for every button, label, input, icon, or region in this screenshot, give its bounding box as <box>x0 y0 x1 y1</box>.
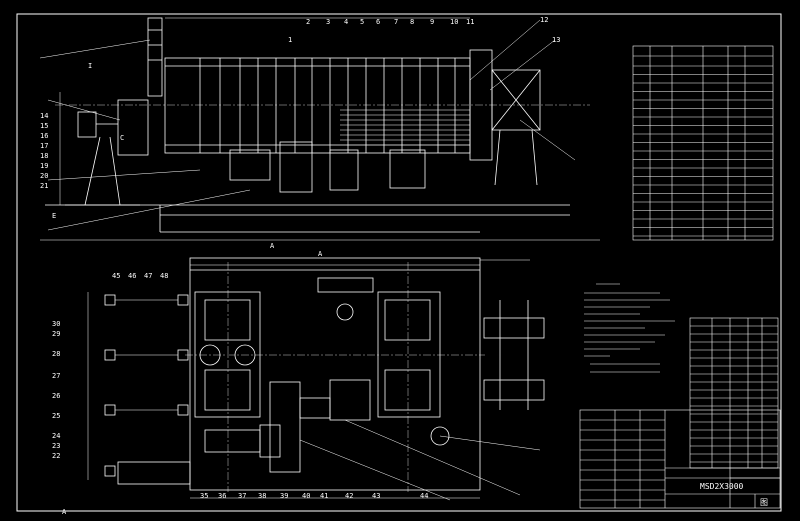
elevation-marker: A <box>270 242 275 250</box>
callout-number: 2 <box>306 18 311 26</box>
title-mark: 图 <box>760 498 768 507</box>
callout-number: 9 <box>430 18 435 26</box>
parts-table-top <box>632 45 774 241</box>
liner-hatch <box>340 109 470 141</box>
elevation-view <box>39 17 600 241</box>
callout-number: 38 <box>258 492 267 500</box>
callout-number: 18 <box>40 152 49 160</box>
callout-number: 47 <box>144 272 153 280</box>
callout-number: 17 <box>40 142 49 150</box>
callout-number: 5 <box>360 18 365 26</box>
callout-number: 23 <box>52 442 61 450</box>
callout-number: 25 <box>52 412 61 420</box>
callout-number: 1 <box>288 36 293 44</box>
drawing-frame <box>16 13 782 512</box>
callout-number: 30 <box>52 320 61 328</box>
dimension-marker: E <box>52 212 57 220</box>
callout-number: 36 <box>218 492 227 500</box>
callout-number: 15 <box>40 122 49 130</box>
callout-number: 7 <box>394 18 399 26</box>
callout-number: 27 <box>52 372 61 380</box>
callout-number: 19 <box>40 162 49 170</box>
callout-number: 42 <box>345 492 354 500</box>
plan-view <box>87 257 545 501</box>
plan-view-marker: A <box>318 250 323 258</box>
technical-notes <box>584 283 675 373</box>
callout-number: 6 <box>376 18 381 26</box>
callout-number: 10 <box>450 18 459 26</box>
callout-number: 44 <box>420 492 429 500</box>
callout-number: 3 <box>326 18 331 26</box>
callout-number: 29 <box>52 330 61 338</box>
callout-number: 20 <box>40 172 49 180</box>
callout-number: 4 <box>344 18 349 26</box>
leader-lines <box>39 19 576 231</box>
parts-table-bottom <box>689 317 779 469</box>
callout-number: 21 <box>40 182 49 190</box>
callout-number: 48 <box>160 272 169 280</box>
callout-number: 11 <box>466 18 475 26</box>
title-block <box>579 409 781 509</box>
callout-number: 22 <box>52 452 61 460</box>
callout-number: 12 <box>540 16 549 24</box>
callout-number: 13 <box>552 36 561 44</box>
dimension-marker-2: C <box>120 134 125 142</box>
drawing-number: MSD2X3000 <box>700 482 744 491</box>
callout-number: 46 <box>128 272 137 280</box>
callout-number: 39 <box>280 492 289 500</box>
callout-number: 41 <box>320 492 329 500</box>
section-marker: I <box>88 62 93 70</box>
footer-marker: A <box>62 508 67 516</box>
callout-number: 35 <box>200 492 209 500</box>
callout-number: 8 <box>410 18 415 26</box>
callout-number: 24 <box>52 432 61 440</box>
callout-number: 28 <box>52 350 61 358</box>
callout-number: 40 <box>302 492 311 500</box>
callout-number: 43 <box>372 492 381 500</box>
callout-number: 45 <box>112 272 121 280</box>
callout-number: 37 <box>238 492 247 500</box>
callout-number: 14 <box>40 112 49 120</box>
callout-number: 16 <box>40 132 49 140</box>
drum-rings <box>199 58 456 153</box>
callout-number: 26 <box>52 392 61 400</box>
